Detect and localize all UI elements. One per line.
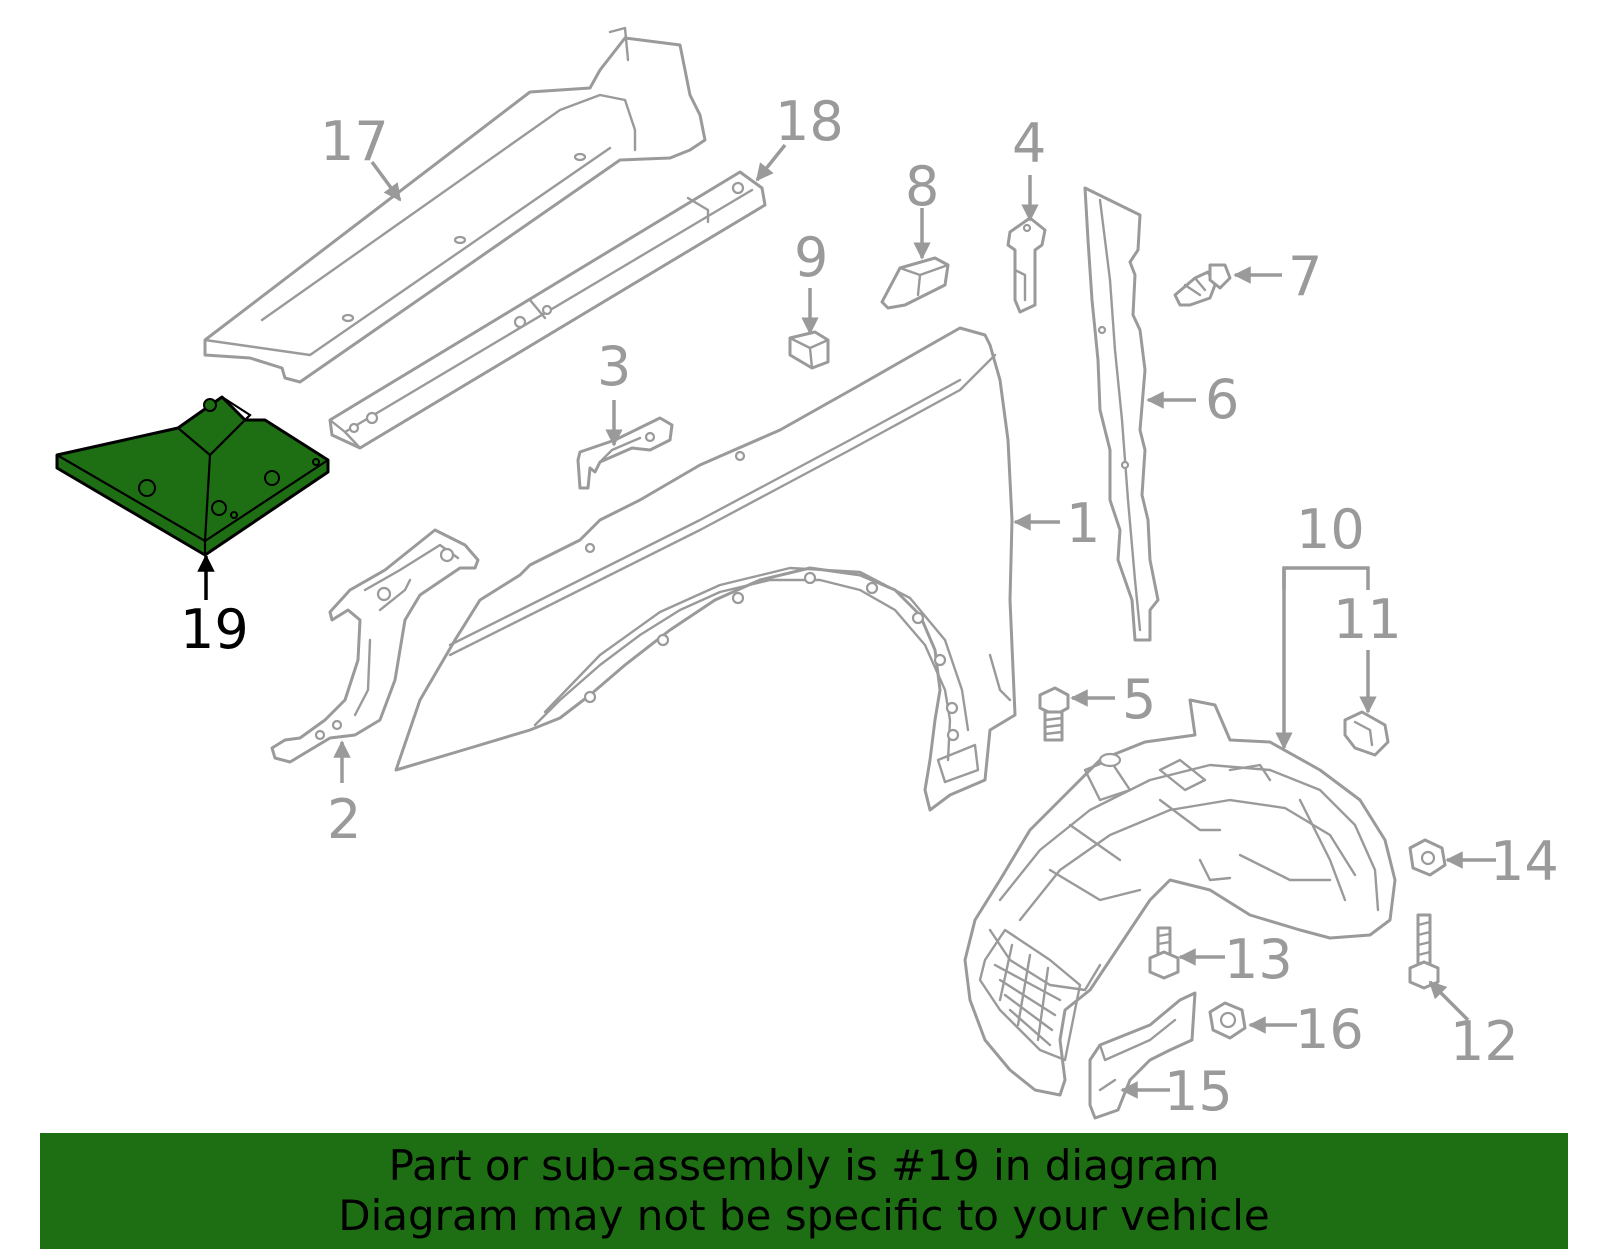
callout-5: 5 [1122,668,1156,731]
part-4-bracket [1006,216,1047,314]
part-2-bracket [270,528,480,764]
part-1-fender [394,326,1017,812]
callout-14: 14 [1490,830,1559,893]
callout-12: 12 [1450,1010,1519,1073]
callout-8: 8 [905,155,939,218]
callout-7: 7 [1288,245,1322,308]
part-16-nut [1208,1001,1247,1040]
callout-16: 16 [1295,998,1364,1061]
part-15-bracket [1088,991,1197,1120]
part-14-nut [1408,838,1447,877]
callout-17: 17 [320,110,389,173]
banner-line-1: Part or sub-assembly is #19 in diagram [388,1141,1220,1190]
callout-18: 18 [775,90,844,153]
part-9-clip [788,330,830,370]
part-17-upper-shield [203,26,707,384]
leader-lines [197,143,1496,1099]
part-13-bolt [1148,926,1180,980]
info-banner: Part or sub-assembly is #19 in diagram D… [40,1133,1568,1249]
callout-13: 13 [1224,928,1293,991]
callout-11: 11 [1333,588,1402,651]
part-12-bolt [1408,913,1440,990]
callout-3: 3 [597,335,631,398]
callout-6: 6 [1205,368,1239,431]
callout-15: 15 [1164,1060,1233,1123]
part-3-bracket [576,416,674,490]
part-11-clip-nut [1343,710,1390,757]
part-7-push-pin [1173,263,1232,307]
part-10-wheel-liner [963,698,1397,1097]
callout-19: 19 [180,598,249,661]
part-19-shield-highlighted [55,395,330,557]
part-5-bolt [1038,686,1070,742]
callout-2: 2 [327,788,361,851]
banner-line-2: Diagram may not be specific to your vehi… [338,1191,1270,1240]
callout-labels: 1 2 3 4 5 6 7 8 9 10 11 12 13 14 15 16 1… [180,90,1559,1123]
part-8-bracket [880,256,950,310]
callout-1: 1 [1066,492,1100,555]
callout-10: 10 [1296,498,1365,561]
callout-9: 9 [794,226,828,289]
part-18-rail [328,170,767,450]
part-6-seal [1083,186,1160,642]
callout-4: 4 [1012,112,1046,175]
